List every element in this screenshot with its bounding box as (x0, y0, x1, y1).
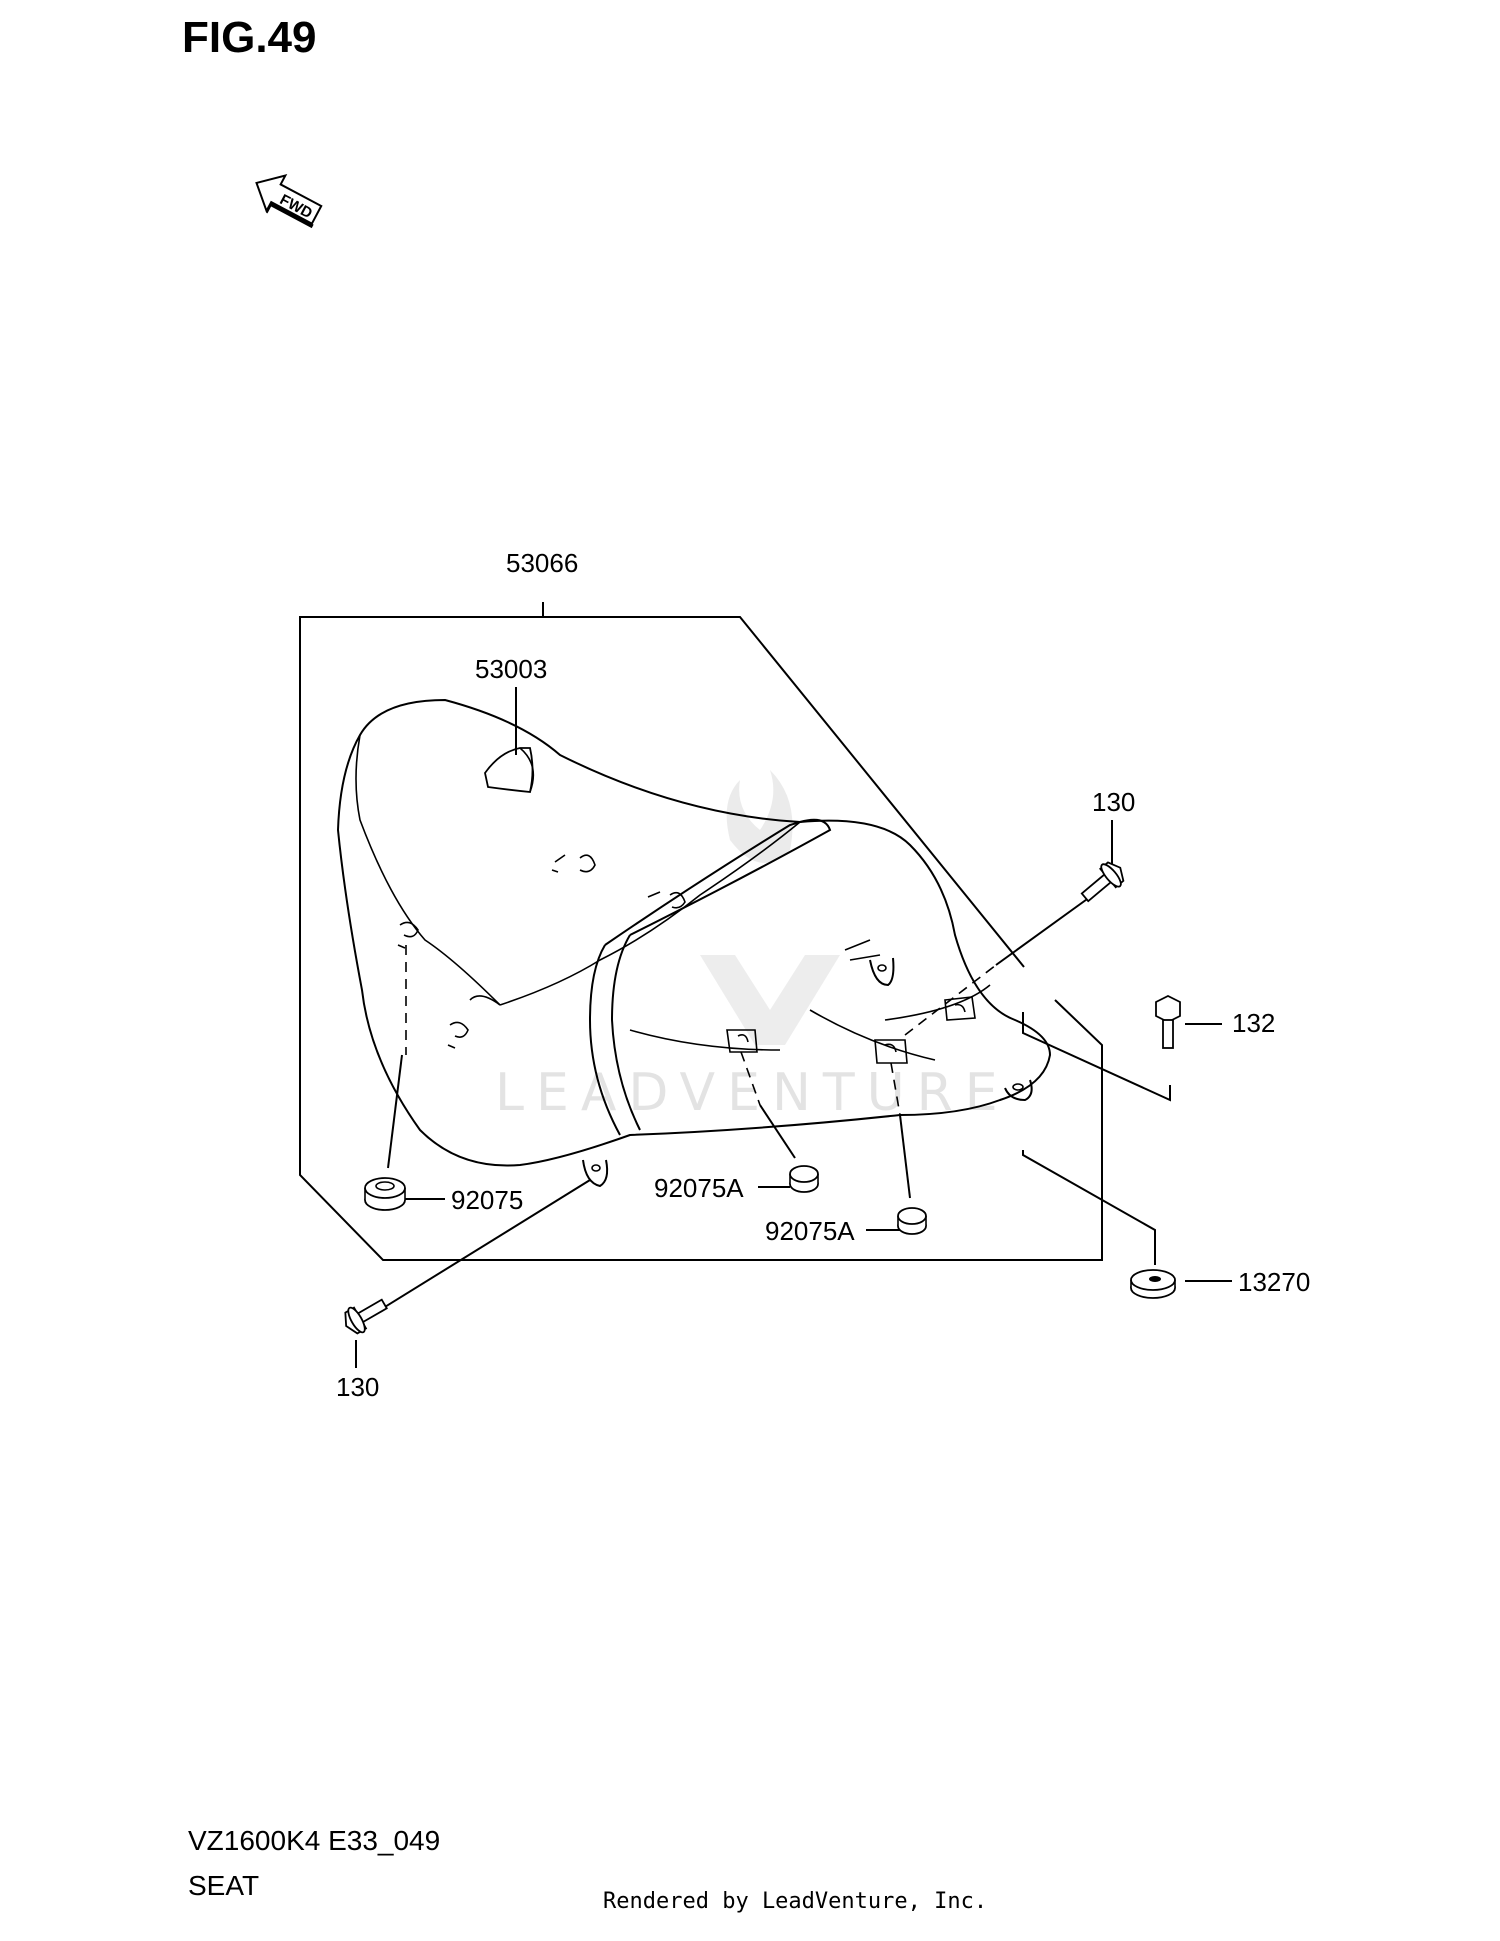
grommet-92075A-mid (789, 1165, 819, 1193)
forward-arrow-icon: FWD (255, 174, 323, 229)
assembly-bracket-53066 (299, 602, 1103, 1261)
seat-drawing (336, 698, 1052, 1188)
footer-model: VZ1600K4 E33_049 (188, 1825, 440, 1856)
washer-13270 (1130, 1269, 1176, 1299)
callout-13270: 13270 (1238, 1267, 1310, 1297)
bolt-130-lower (344, 1298, 388, 1335)
bolt-130-upper (1080, 861, 1125, 903)
watermark-logo: LEADVENTURE (495, 770, 1010, 1123)
footer-section: SEAT (188, 1870, 259, 1901)
callout-92075A-mid: 92075A (654, 1173, 744, 1203)
callout-92075A-right: 92075A (765, 1216, 855, 1246)
callout-130-lower: 130 (336, 1372, 379, 1402)
bolt-132 (1155, 994, 1181, 1049)
callout-53003: 53003 (475, 654, 547, 684)
callout-130-upper: 130 (1092, 787, 1135, 817)
callout-132: 132 (1232, 1008, 1275, 1038)
grommet-92075 (364, 1177, 406, 1211)
grommet-92075A-right (897, 1207, 927, 1235)
callout-92075: 92075 (451, 1185, 523, 1215)
figure-title: FIG.49 (182, 13, 317, 62)
callout-53066: 53066 (506, 548, 578, 578)
footer-rendered-by: Rendered by LeadVenture, Inc. (603, 1889, 987, 1914)
watermark-text: LEADVENTURE (495, 1063, 1010, 1123)
